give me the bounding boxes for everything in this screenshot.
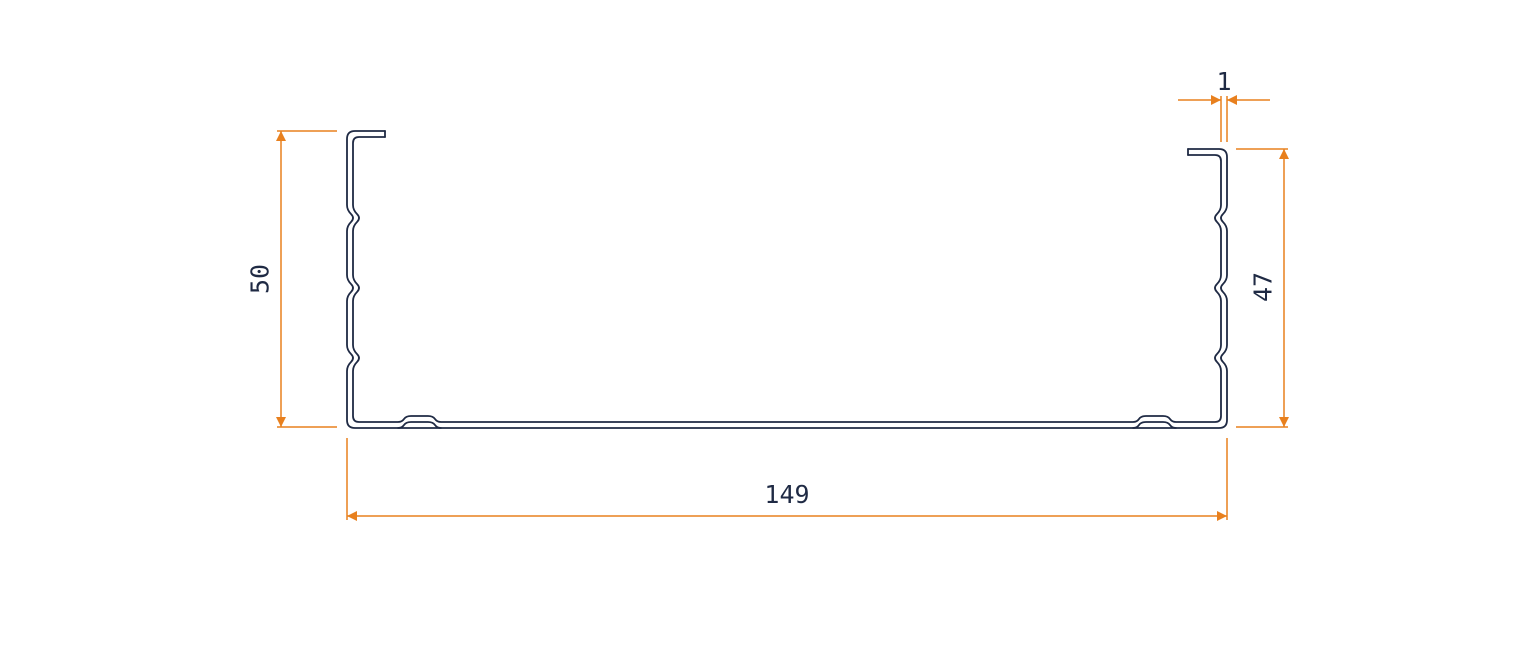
bottom-outer-groove-right: [1132, 421, 1177, 429]
dimension-lines: [276, 95, 1289, 521]
right-height-label: 47: [1249, 272, 1278, 302]
profile-outer-edge: [346, 130, 1228, 429]
bottom-outer-groove-left: [397, 421, 442, 429]
c-profile: [346, 130, 1228, 429]
width-label: 149: [764, 480, 809, 509]
profile-inner-edge: [352, 136, 1222, 423]
left-height-label: 50: [246, 264, 275, 294]
dimension-labels: 50 47 149 1: [246, 67, 1278, 509]
thickness-label: 1: [1216, 67, 1231, 96]
